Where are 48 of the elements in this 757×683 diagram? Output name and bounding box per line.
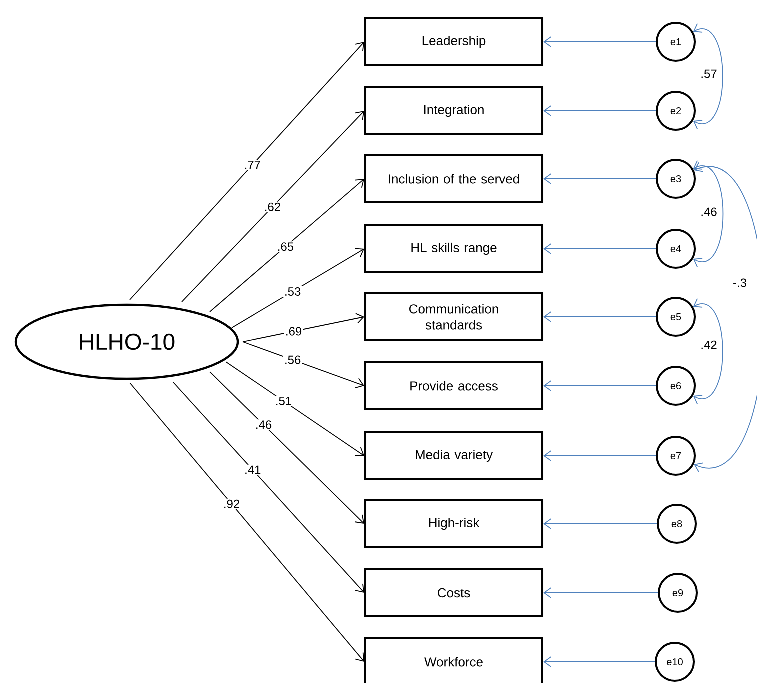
covariance-arrow (693, 160, 724, 268)
path-arrow (182, 111, 364, 302)
edge-label: .69 (284, 326, 304, 337)
covariance-arrow (693, 23, 724, 130)
edge-label: .77 (243, 160, 262, 170)
edge-label: .51 (274, 396, 294, 406)
path-arrow (544, 244, 656, 254)
path-arrow (242, 313, 364, 342)
path-arrow (544, 174, 656, 184)
path-arrow (544, 312, 656, 322)
observed-variable-box: High-risk (364, 500, 544, 548)
path-arrow (232, 248, 364, 328)
path-arrow (130, 42, 364, 300)
observed-variable-box: Inclusion of the served (364, 154, 544, 204)
path-arrow (544, 36, 656, 48)
observed-variable-box: Leadership (364, 18, 544, 66)
observed-variable-box: Communication standards (364, 292, 544, 342)
path-arrow (544, 588, 658, 598)
edge-label: .46 (254, 420, 274, 430)
path-arrow (544, 450, 656, 462)
path-arrow (544, 106, 656, 116)
edge-label: .56 (283, 354, 302, 366)
path-arrow (544, 518, 658, 530)
path-arrow (130, 382, 364, 662)
path-arrow (172, 382, 364, 593)
observed-variable-box: Costs (364, 568, 544, 618)
covariance-arrow (694, 162, 757, 473)
edge-label: .53 (283, 286, 302, 297)
edge-label: .92 (222, 498, 242, 510)
path-arrow (544, 380, 656, 392)
edge-label: -.3 (732, 278, 748, 288)
observed-variable-box: Media variety (364, 432, 544, 480)
observed-variable-box: Integration (364, 86, 544, 136)
edge-label: .42 (700, 340, 718, 350)
path-arrow (210, 372, 364, 524)
path-arrow (226, 362, 364, 456)
edge-label: .41 (244, 464, 262, 476)
path-arrow (544, 656, 656, 668)
edge-label: .62 (263, 202, 282, 212)
observed-variable-box: HL skills range (364, 224, 544, 274)
observed-variable-box: Provide access (364, 362, 544, 410)
path-arrow (242, 342, 364, 388)
covariance-arrow (693, 298, 724, 405)
edge-label: .57 (700, 68, 718, 80)
observed-variable-box: Workforce (364, 638, 544, 683)
path-arrow (210, 179, 364, 312)
edge-label: .65 (276, 242, 296, 252)
edge-label: .46 (700, 206, 718, 218)
